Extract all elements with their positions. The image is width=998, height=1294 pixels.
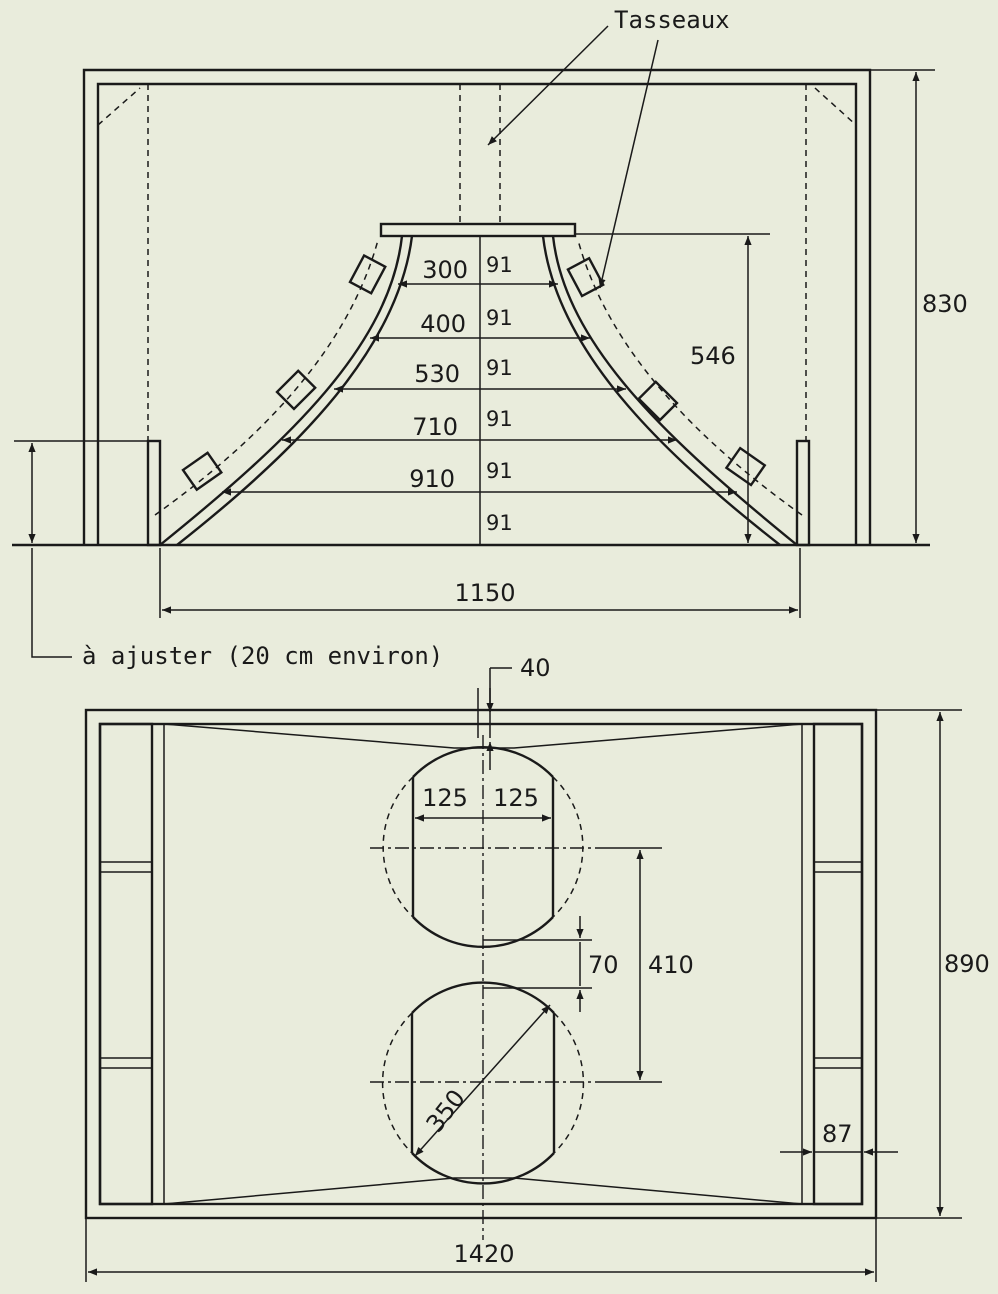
- step-label: 91: [486, 306, 513, 330]
- step-label: 91: [486, 511, 513, 535]
- panel-label: 87: [822, 1120, 853, 1148]
- adjust-note: à ajuster (20 cm environ): [82, 642, 443, 670]
- tasseaux-label: Tasseaux: [614, 6, 730, 34]
- gap-label: 70: [588, 951, 619, 979]
- half-width-right-label: 125: [493, 784, 539, 812]
- horn-height-label: 546: [690, 342, 736, 370]
- side-view: 300 400 530 710 910 91 91 91 91 91 91 54…: [12, 6, 968, 670]
- offset-label: 40: [520, 654, 551, 682]
- total-width-label: 1420: [453, 1240, 514, 1268]
- top-view: 40 125 125 70 410 350 87 890 1420: [84, 654, 990, 1282]
- step-label: 91: [486, 253, 513, 277]
- step-label: 91: [486, 459, 513, 483]
- diameter-label: 350: [421, 1084, 471, 1137]
- total-height-label: 830: [922, 290, 968, 318]
- width-label-710: 710: [412, 413, 458, 441]
- depth-label: 890: [944, 950, 990, 978]
- width-label-910: 910: [409, 465, 455, 493]
- width-label-530: 530: [414, 360, 460, 388]
- width-label-300: 300: [422, 256, 468, 284]
- step-label: 91: [486, 407, 513, 431]
- width-label-400: 400: [420, 310, 466, 338]
- base-width-label: 1150: [454, 579, 515, 607]
- half-width-left-label: 125: [422, 784, 468, 812]
- center-spacing-label: 410: [648, 951, 694, 979]
- step-label: 91: [486, 356, 513, 380]
